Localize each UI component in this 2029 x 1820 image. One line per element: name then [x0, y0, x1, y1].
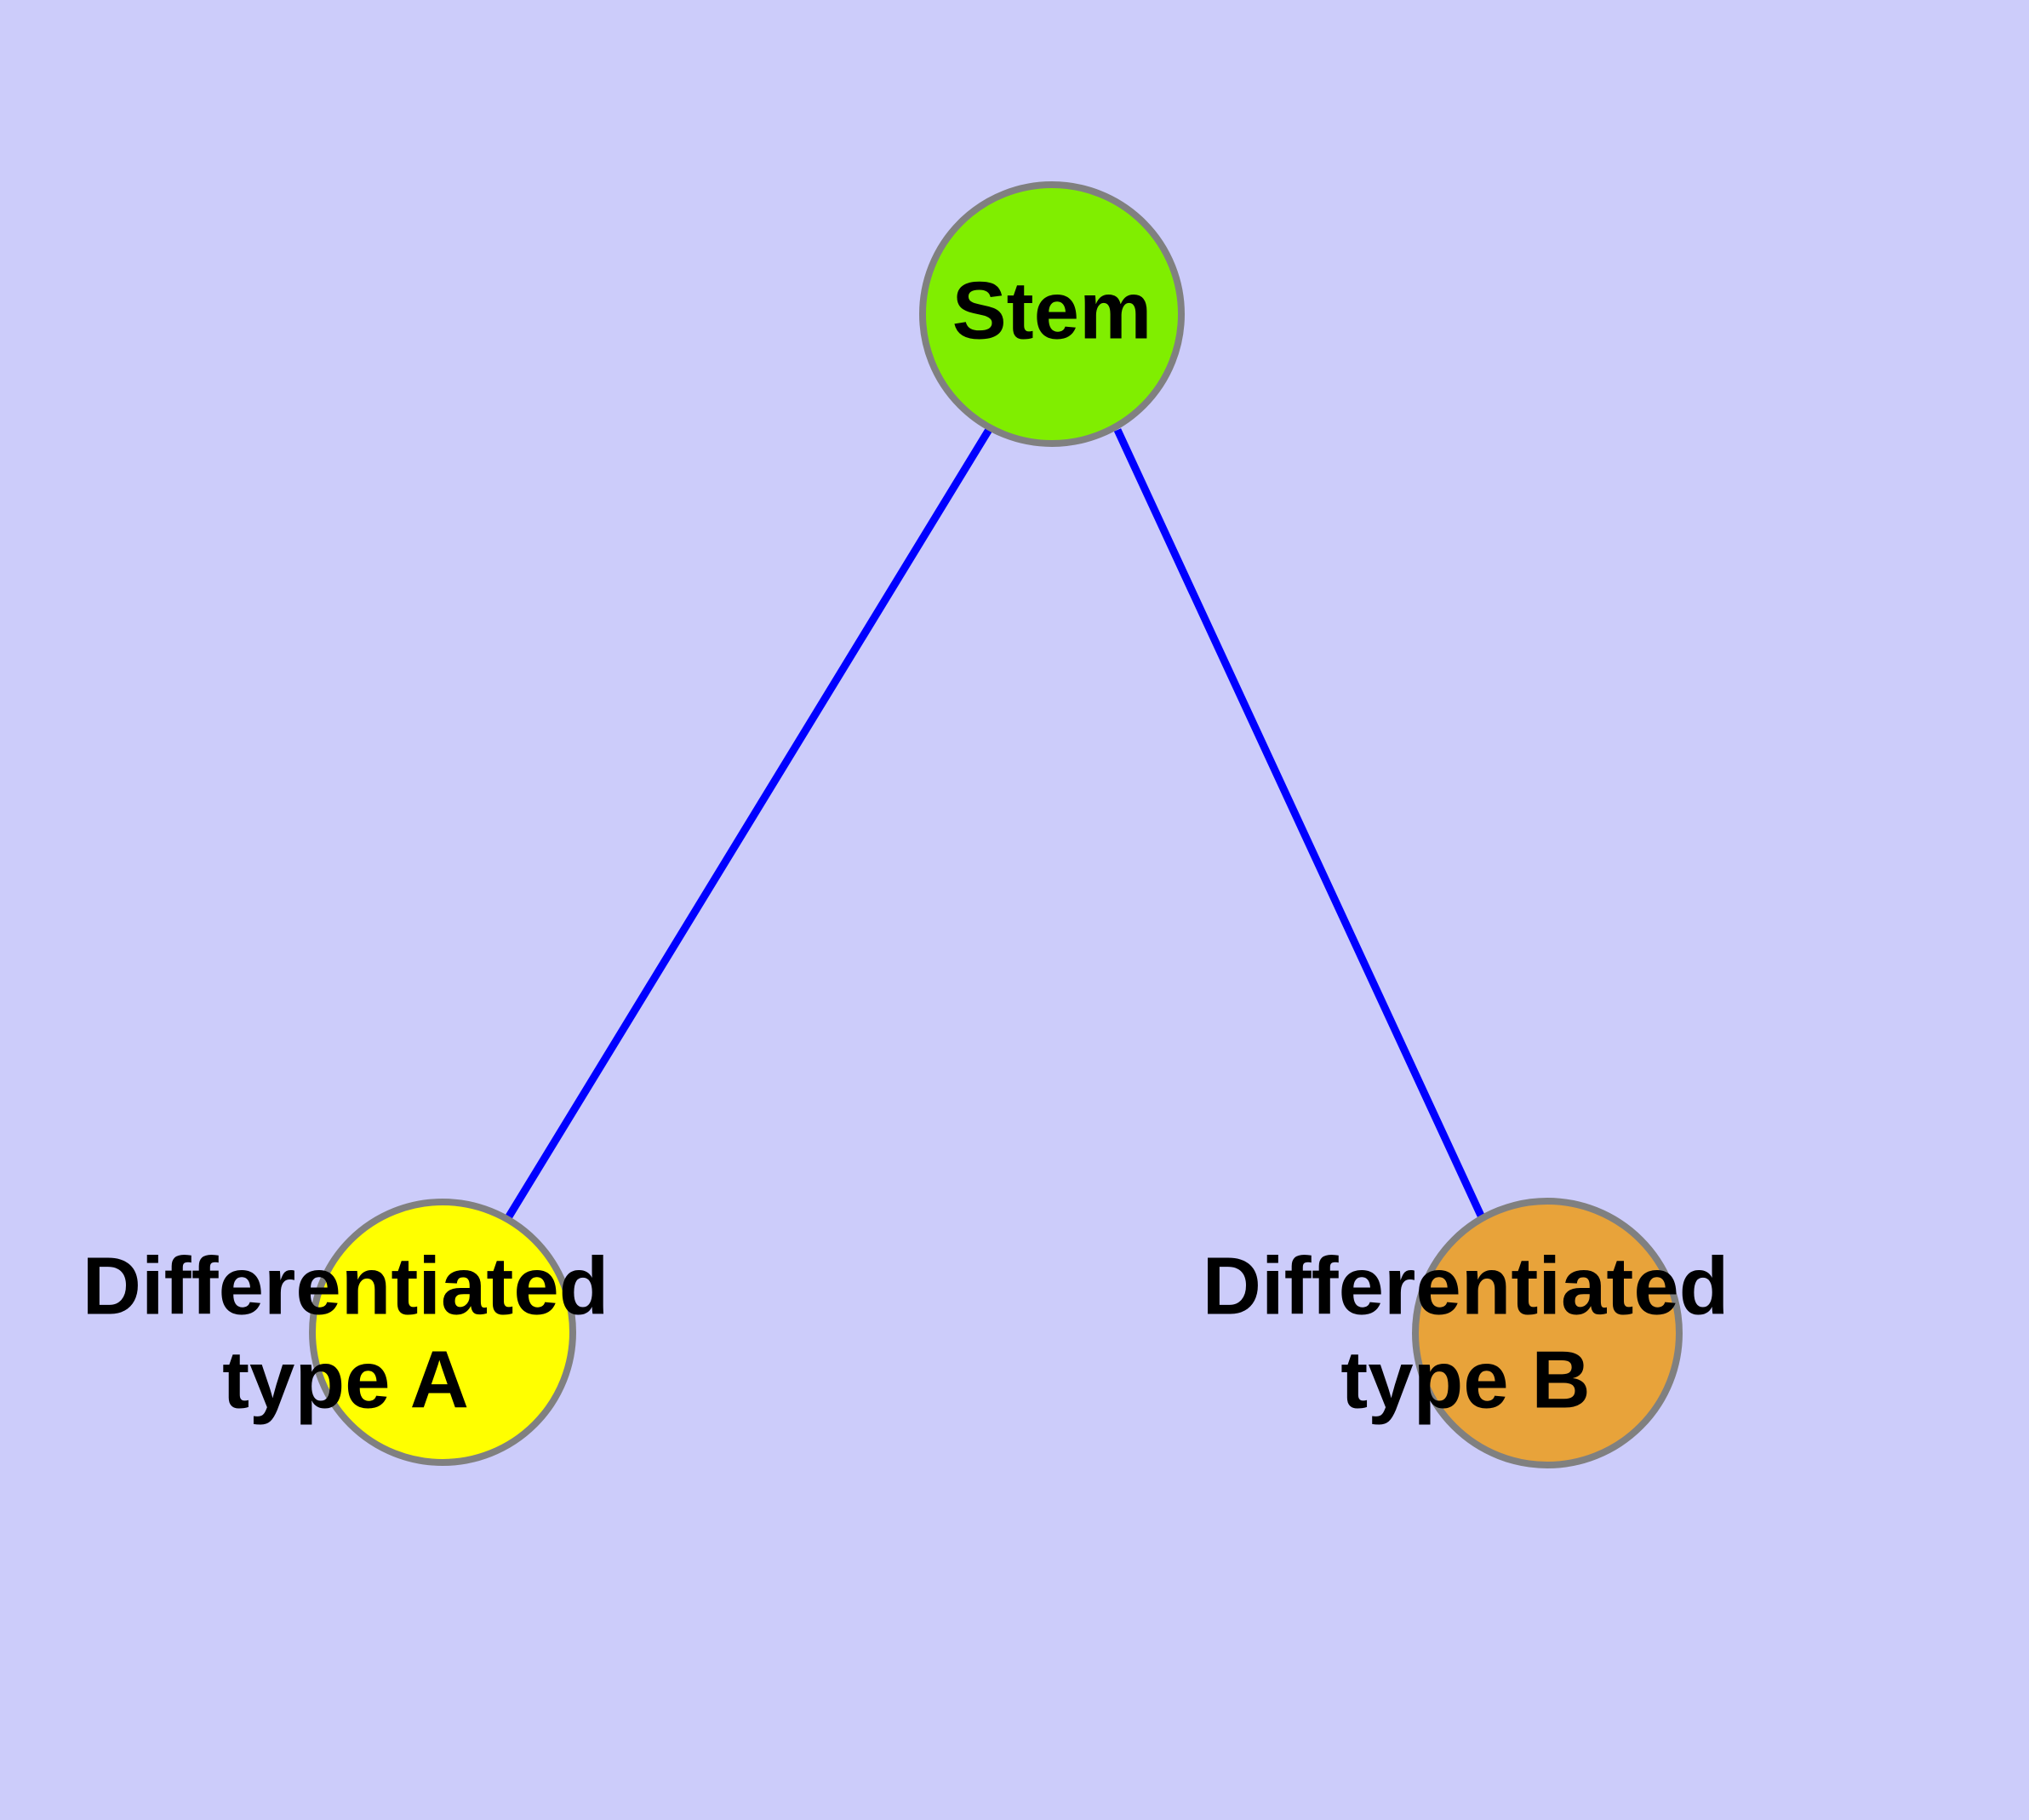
node-label-differentiated-type-a-line1: Differentiated	[83, 1240, 609, 1331]
node-label-stem: Stem	[952, 265, 1152, 356]
edge-stem-to-differentiated-type-a[interactable]	[506, 426, 993, 1219]
node-circle-differentiated-type-b[interactable]	[1412, 1198, 1683, 1468]
node-differentiated-type-a[interactable]	[309, 1199, 576, 1466]
node-label-differentiated-type-b-line2: type B	[1340, 1334, 1590, 1425]
edge-layer	[506, 426, 1485, 1219]
node-circle-differentiated-type-a[interactable]	[309, 1199, 576, 1466]
node-differentiated-type-b[interactable]	[1412, 1198, 1683, 1468]
node-label-differentiated-type-b-line1: Differentiated	[1203, 1240, 1729, 1331]
node-stem[interactable]	[919, 181, 1185, 447]
edge-stem-to-differentiated-type-b[interactable]	[1113, 428, 1485, 1217]
node-circle-stem[interactable]	[919, 181, 1185, 447]
label-layer: Stem Differentiated type A Differentiate…	[83, 265, 1729, 1425]
node-label-differentiated-type-b: Differentiated type B	[1203, 1240, 1729, 1425]
node-layer	[309, 181, 1683, 1468]
node-label-differentiated-type-a-line2: type A	[222, 1334, 469, 1425]
node-label-differentiated-type-a: Differentiated type A	[83, 1240, 609, 1425]
